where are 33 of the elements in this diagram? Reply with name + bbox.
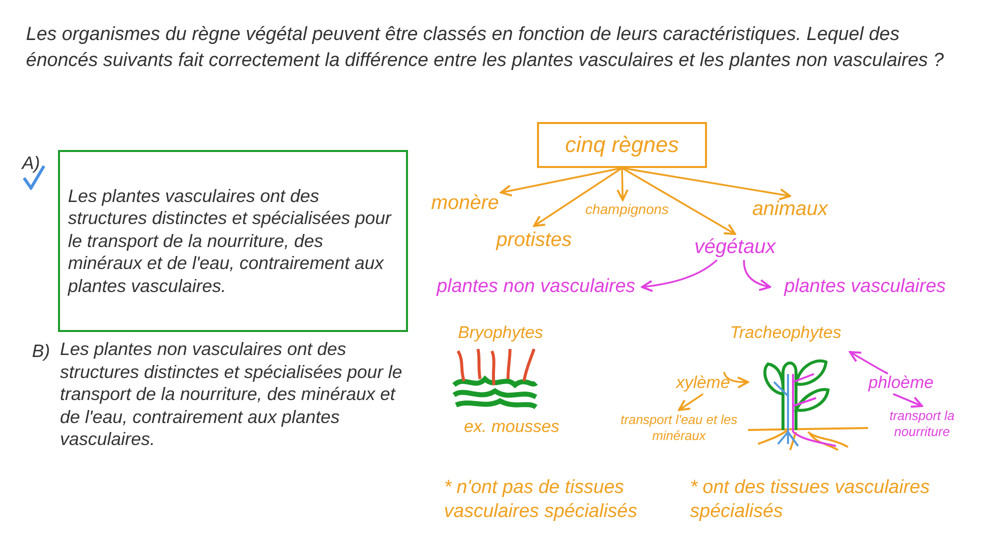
arrow bbox=[849, 351, 888, 374]
kingdom-label: champignons bbox=[584, 200, 670, 220]
arrow bbox=[678, 393, 704, 411]
group-heading: Tracheophytes bbox=[730, 322, 842, 344]
answer-option-box: Les plantes vasculaires ont des structures distinctes et spécialisées pour le transport de la nourriture, des minéraux et de l'eau, contrairement aux plantes vasculaires. bbox=[58, 150, 408, 332]
kingdom-label: monère bbox=[425, 190, 505, 216]
plant-group-label: plantes non vasculaires bbox=[430, 272, 642, 302]
example-label: ex. mousses bbox=[464, 416, 560, 438]
arrow bbox=[723, 372, 749, 388]
kingdom-box: cinq règnes bbox=[537, 122, 707, 168]
option-letter: B) bbox=[32, 340, 50, 362]
option-letter: A) bbox=[22, 152, 40, 174]
function-label: transport la nourriture bbox=[866, 406, 978, 442]
tissue-label: phloème bbox=[862, 372, 940, 394]
kingdom-label: animaux bbox=[745, 196, 835, 222]
plant-group-label: plantes vasculaires bbox=[770, 272, 960, 302]
note-text: * ont des tissues vasculaires spécialisés bbox=[690, 476, 931, 524]
arrow bbox=[892, 393, 923, 408]
arrow bbox=[622, 167, 736, 235]
arrow bbox=[616, 168, 629, 201]
arrow bbox=[500, 167, 622, 197]
arrow bbox=[641, 259, 718, 292]
arrow bbox=[743, 260, 771, 291]
arrow bbox=[533, 167, 622, 227]
kingdom-label: protistes bbox=[488, 226, 580, 254]
question-title: Les organismes du règne végétal peuvent être classés en fonction de leurs caractéristiques. Lequel des énoncés suivants fait correctement la différence entre les plantes vasculaires et les plantes non vasculaires ? bbox=[26, 23, 945, 73]
arrow bbox=[622, 167, 791, 200]
answer-option-text: Les plantes non vasculaires ont des structures distinctes et spécialisées pour le transport de la nourriture, des minéraux et de l'eau, contrairement aux plantes vasculaires. bbox=[60, 338, 404, 450]
tissue-label: xylème bbox=[668, 372, 738, 394]
function-label: transport l'eau et les minéraux bbox=[618, 410, 740, 446]
note-text: * n'ont pas de tissues vasculaires spécialisés bbox=[444, 476, 638, 524]
group-heading: Bryophytes bbox=[458, 322, 544, 344]
kingdom-label: végétaux bbox=[690, 234, 780, 260]
